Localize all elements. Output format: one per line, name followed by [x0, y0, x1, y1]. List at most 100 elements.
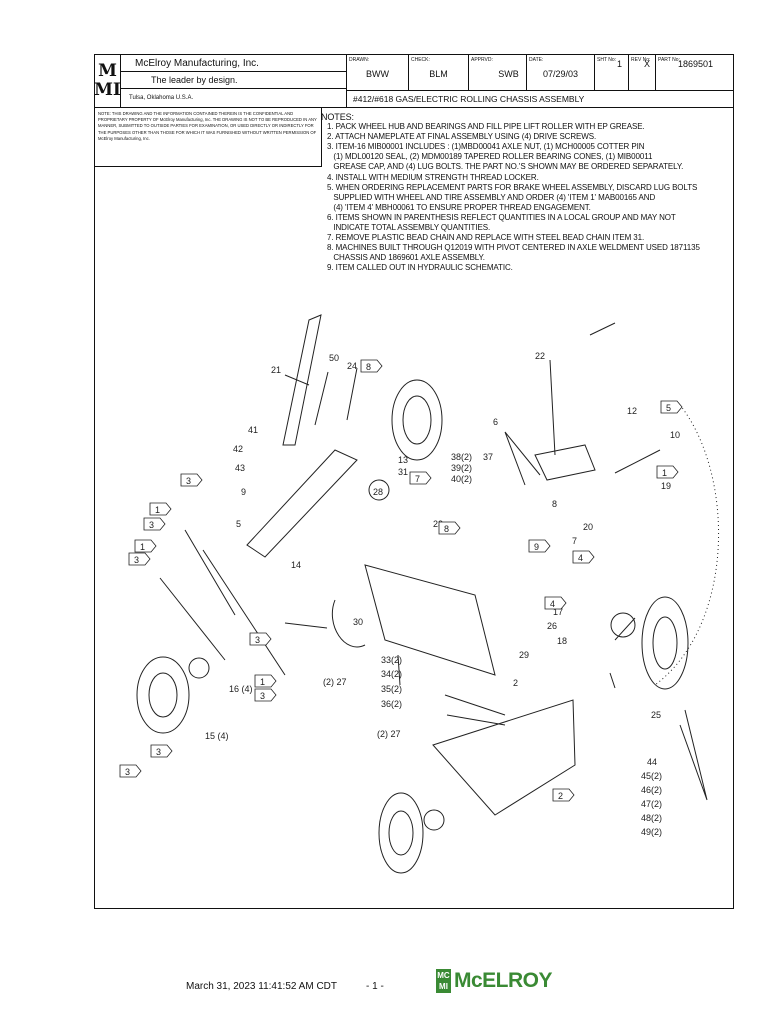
note-item: 1. PACK WHEEL HUB AND BEARINGS AND FILL …	[327, 122, 645, 132]
callout-35: 35(2)	[381, 684, 402, 694]
notes-list: 1. PACK WHEEL HUB AND BEARINGS AND FILL …	[327, 122, 727, 273]
brand-mark: MC MI	[436, 969, 451, 993]
flag-9	[528, 539, 551, 553]
callout-30: 30	[353, 617, 363, 627]
note-item: 2. ATTACH NAMEPLATE AT FINAL ASSEMBLY US…	[327, 132, 597, 142]
flag-1c	[134, 539, 157, 553]
check-label: CHECK:	[411, 57, 430, 63]
drawing-title: #412/#618 GAS/ELECTRIC ROLLING CHASSIS A…	[353, 94, 585, 104]
callout-43: 43	[235, 463, 245, 473]
callout-27a: (2) 27	[323, 677, 347, 687]
notes-heading: NOTES:	[321, 112, 354, 122]
callout-39: 39(2)	[451, 463, 472, 473]
drawn-cell: DRAWN: BWW	[347, 55, 409, 90]
right-wheel	[641, 596, 689, 690]
callout-17: 17	[553, 607, 563, 617]
flag-label-4b: 4	[550, 599, 555, 609]
flag-7	[409, 471, 432, 485]
flag-label-1b: 1	[155, 505, 160, 515]
brand-mark-top: MC	[437, 971, 450, 980]
flag-label-1c: 1	[140, 542, 145, 552]
note-item: 8. MACHINES BUILT THROUGH Q12019 WITH PI…	[327, 243, 700, 263]
note-item: 9. ITEM CALLED OUT IN HYDRAULIC SCHEMATI…	[327, 263, 513, 273]
callout-36: 36(2)	[381, 699, 402, 709]
sheet-cell: SHT No: 1	[595, 55, 629, 90]
flag-label-9: 9	[534, 542, 539, 552]
callout-46: 46(2)	[641, 785, 662, 795]
flag-label-3a: 3	[186, 476, 191, 486]
flag-3c	[128, 552, 151, 566]
flag-3a	[180, 473, 203, 487]
date-cell: DATE: 07/29/03	[527, 55, 595, 90]
callout-37: 37	[483, 452, 493, 462]
callout-41: 41	[248, 425, 258, 435]
note-item: 3. ITEM-16 MIB00001 INCLUDES : (1)MBD000…	[327, 142, 684, 172]
callout-5: 5	[236, 519, 241, 529]
callout-2: 2	[513, 678, 518, 688]
callout-49: 49(2)	[641, 827, 662, 837]
drawn-value: BWW	[366, 69, 389, 79]
top-wheel	[391, 379, 443, 461]
check-cell: CHECK: BLM	[409, 55, 469, 90]
company-name: McElroy Manufacturing, Inc.	[121, 55, 346, 72]
flag-label-1d: 1	[260, 677, 265, 687]
left-front-wheel	[136, 656, 190, 734]
exploded-assembly-diagram: 21 50 24 22 12 6 10 41 42 43 9 5 13 31 3…	[119, 314, 719, 874]
flag-label-3c: 3	[134, 555, 139, 565]
leader-lines	[159, 322, 708, 801]
note-item: 7. REMOVE PLASTIC BEAD CHAIN AND REPLACE…	[327, 233, 645, 243]
company-location: Tulsa, Oklahoma U.S.A.	[129, 94, 194, 101]
callout-27b: (2) 27	[377, 729, 401, 739]
flag-8b	[438, 521, 461, 535]
flag-3e	[254, 688, 277, 702]
page-number: - 1 -	[366, 981, 384, 992]
flag-label-7: 7	[415, 474, 420, 484]
flag-5	[660, 400, 683, 414]
callout-26: 26	[547, 621, 557, 631]
flag-labels: 8 7 8 9 4 4 5 1 3 1 3 1 3 3 1 3 3 3 2	[125, 362, 671, 801]
pivot-hitch	[331, 599, 366, 648]
axle-platform	[432, 699, 576, 816]
flag-1b	[149, 502, 172, 516]
hub-bottom	[423, 809, 445, 831]
callout-45: 45(2)	[641, 771, 662, 781]
date-label: DATE:	[529, 57, 544, 63]
flag-label-3d: 3	[255, 635, 260, 645]
flag-label-3f: 3	[156, 747, 161, 757]
company-tagline: The leader by design.	[121, 72, 346, 89]
flag-3f	[150, 744, 173, 758]
callout-13: 13	[398, 455, 408, 465]
apprvd-cell: APPRVD: SWB	[469, 55, 527, 90]
flag-4b	[544, 596, 567, 610]
callout-23: 23	[433, 519, 443, 529]
mmi-logo: M MI	[94, 55, 121, 107]
date-value: 07/29/03	[542, 69, 579, 79]
flag-shapes	[119, 359, 683, 802]
hub-left	[188, 657, 210, 679]
callout-24: 24	[347, 361, 357, 371]
logo-letter-bottom: MI	[94, 80, 121, 100]
flag-3b	[143, 517, 166, 531]
sheet-label: SHT No:	[597, 57, 617, 63]
callout-31: 31	[398, 467, 408, 477]
note-item: 6. ITEMS SHOWN IN PARENTHESIS REFLECT QU…	[327, 212, 676, 233]
logo-letter-top: M	[98, 61, 117, 81]
callout-7: 7	[572, 536, 577, 546]
flag-label-3b: 3	[149, 520, 154, 530]
callout-14: 14	[291, 560, 301, 570]
flag-4a	[572, 550, 595, 564]
flag-8a	[360, 359, 383, 373]
callout-42: 42	[233, 444, 243, 454]
rev-value: X	[643, 59, 650, 69]
drawn-label: DRAWN:	[349, 57, 370, 63]
tow-handle	[282, 314, 322, 446]
flag-3d	[249, 632, 272, 646]
flag-2	[552, 788, 575, 802]
callout-40: 40(2)	[451, 474, 472, 484]
note-item: 5. WHEN ORDERING REPLACEMENT PARTS FOR B…	[327, 182, 698, 212]
sheet-value: 1	[616, 59, 622, 69]
callout-29: 29	[519, 650, 529, 660]
flag-3g	[119, 764, 142, 778]
callout-38: 38(2)	[451, 452, 472, 462]
flag-label-8a: 8	[366, 362, 371, 372]
